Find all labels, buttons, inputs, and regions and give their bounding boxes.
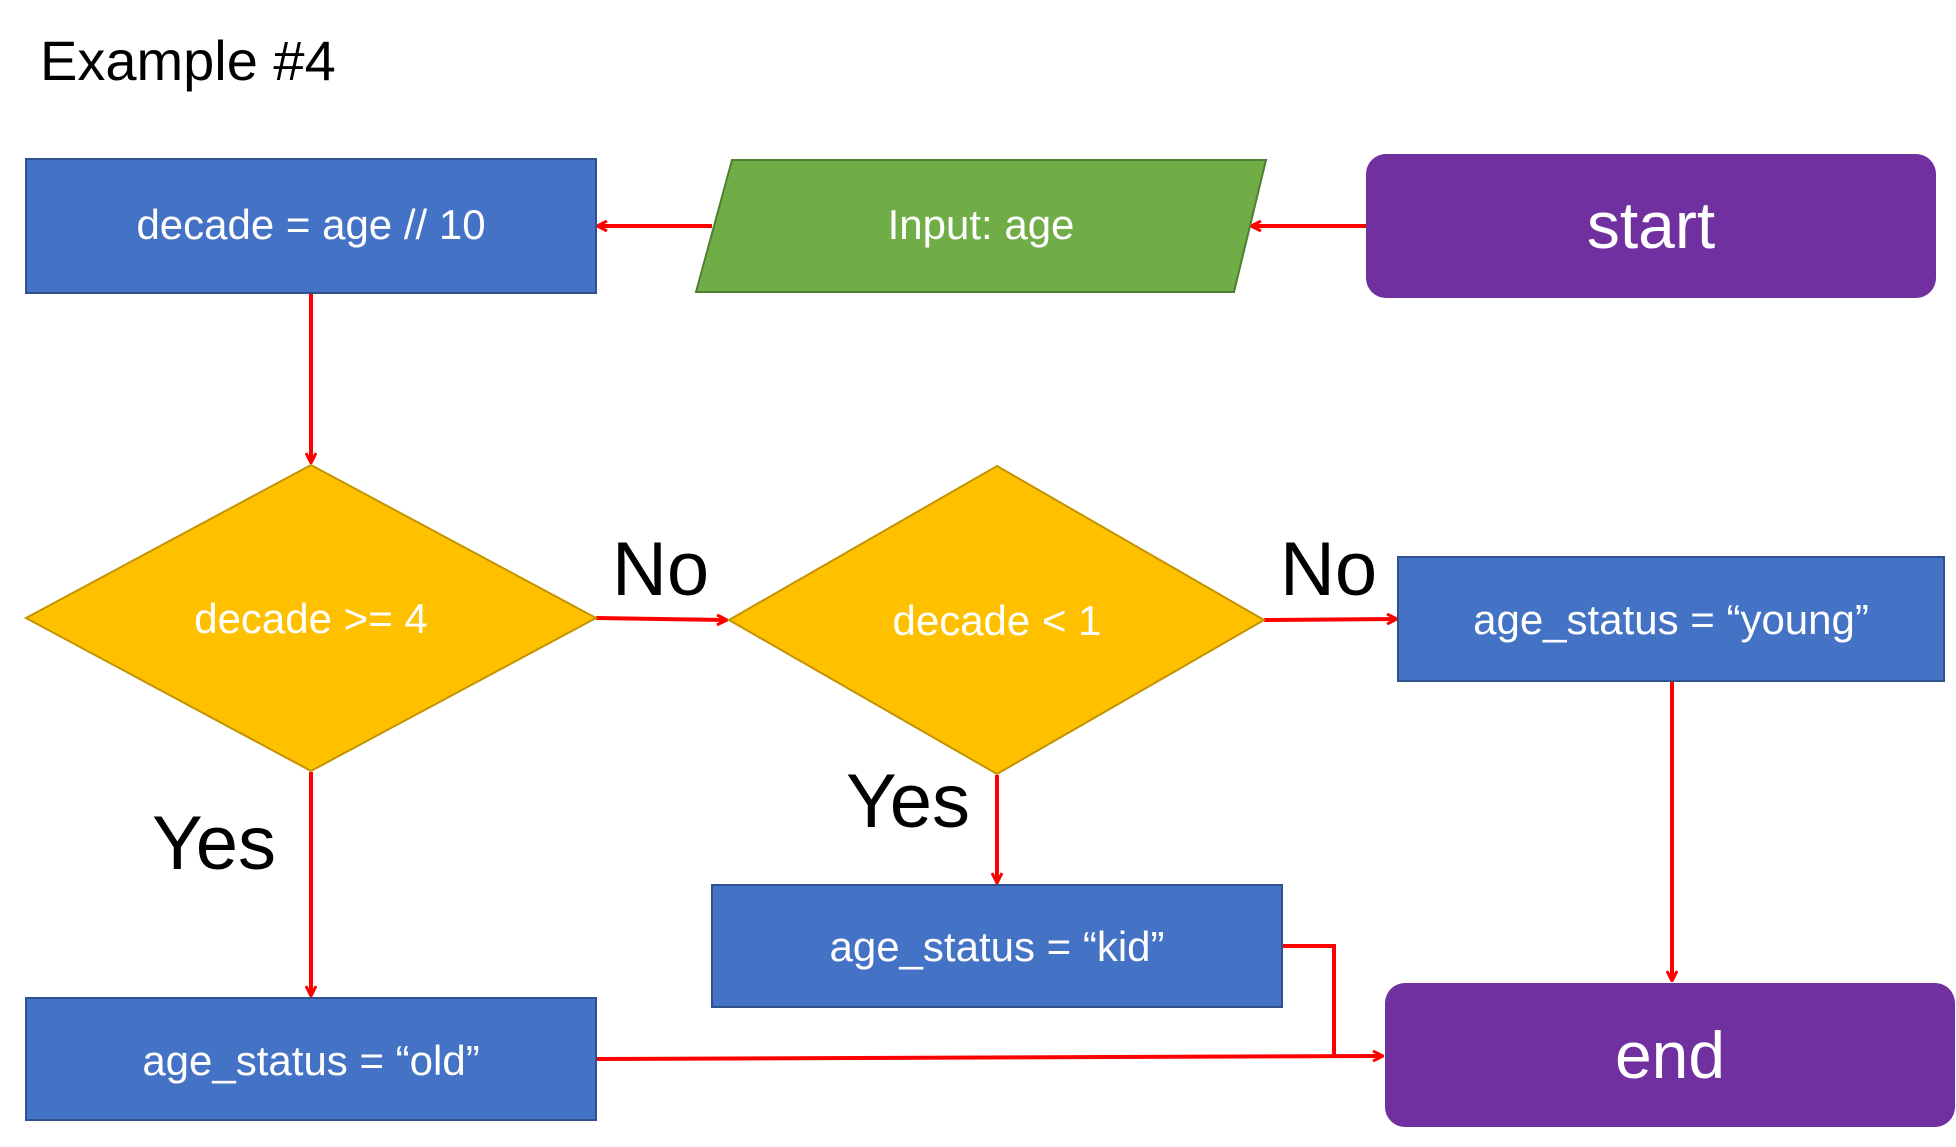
node-status-kid: age_status = “kid”: [711, 884, 1283, 1008]
node-decision-old: decade >= 4: [23, 463, 599, 773]
node-start-label: start: [1587, 188, 1715, 262]
edge-kid-to-end: [1282, 944, 1336, 1056]
node-status-young: age_status = “young”: [1397, 556, 1945, 682]
edge-decision-old-no: [595, 618, 726, 620]
edge-label-yes-1: Yes: [152, 801, 276, 886]
node-end-label: end: [1615, 1018, 1725, 1092]
node-decade-calc: decade = age // 10: [25, 158, 597, 294]
node-input-label: Input: age: [888, 201, 1075, 248]
node-end: end: [1385, 983, 1955, 1127]
node-decision-kid: decade < 1: [726, 464, 1267, 776]
edge-label-yes-2: Yes: [846, 759, 970, 844]
edge-label-no-1: No: [612, 527, 710, 612]
page-title: Example #4: [40, 29, 336, 92]
node-input: Input: age: [694, 159, 1268, 293]
edge-decision-kid-no: [1263, 619, 1396, 620]
edge-label-no-2: No: [1280, 527, 1378, 612]
edges: [311, 226, 1672, 1059]
edge-old-to-end: [596, 1056, 1382, 1059]
node-status-old: age_status = “old”: [25, 997, 597, 1121]
node-status-young-label: age_status = “young”: [1473, 596, 1869, 643]
node-decade-calc-label: decade = age // 10: [136, 201, 485, 248]
node-status-kid-label: age_status = “kid”: [829, 923, 1164, 970]
node-start: start: [1366, 154, 1936, 298]
node-decision-kid-label: decade < 1: [892, 597, 1101, 644]
node-decision-old-label: decade >= 4: [194, 595, 428, 642]
node-status-old-label: age_status = “old”: [142, 1037, 479, 1084]
